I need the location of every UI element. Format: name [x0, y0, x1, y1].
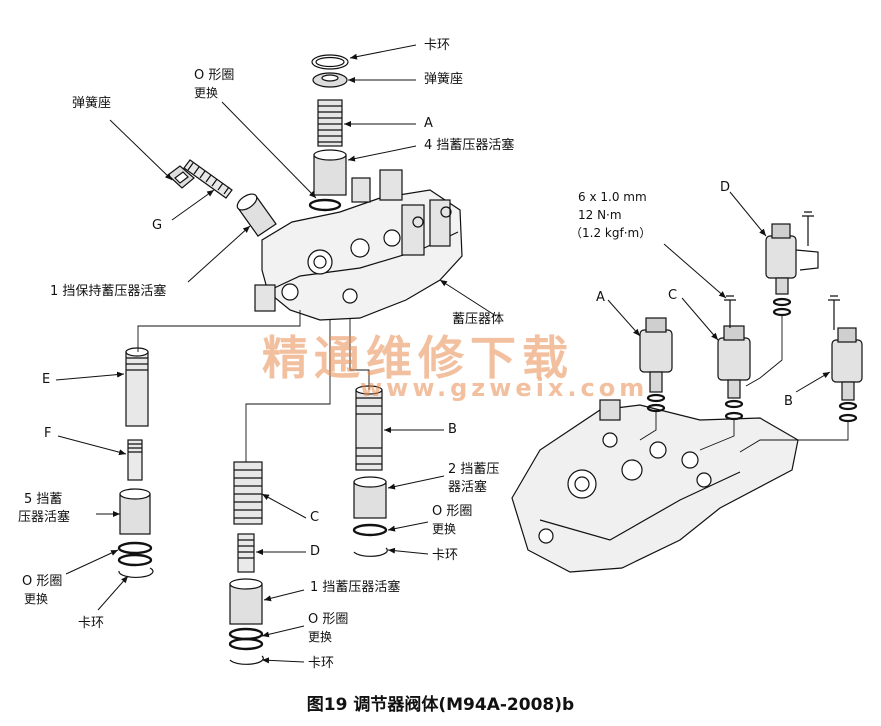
label-snap-ring-left: 卡环 — [78, 616, 105, 631]
label-accum-body: 蓄压器体 — [452, 312, 505, 327]
leader-spring-seat-left — [109, 119, 173, 181]
accumulator-body-part — [254, 169, 463, 321]
solenoid-a-part — [639, 317, 673, 413]
piston-1-hold-part — [236, 193, 277, 237]
leader-o-ring-top — [221, 101, 317, 199]
leader-f — [57, 435, 127, 456]
leader-accum-body — [439, 279, 497, 317]
spring-g-part — [183, 159, 233, 199]
spring-b-mid-part — [355, 385, 383, 471]
leader-g — [171, 189, 215, 221]
snap-ring-top-part — [311, 54, 349, 70]
bolts-part — [724, 211, 840, 330]
label-piston-5-line2: 压器活塞 — [18, 510, 71, 525]
piston-e-part — [125, 347, 149, 427]
label-e: E — [42, 372, 51, 387]
o-ring-top-part — [308, 198, 342, 212]
label-c-mid: C — [310, 510, 320, 525]
leader-piston-2 — [387, 475, 445, 490]
label-o-ring-mid: O 形圈 — [308, 612, 349, 627]
label-o-ring-left-note: 更换 — [24, 592, 49, 606]
leader-snap-ring-mid — [261, 657, 305, 664]
label-o-ring-left: O 形圈 — [22, 574, 63, 589]
label-piston-1-hold: 1 挡保持蓄压器活塞 — [50, 284, 167, 299]
watermark-text: 精通维修下载 — [262, 331, 574, 385]
leader-o-ring-b — [387, 521, 429, 532]
leader-e — [55, 371, 125, 381]
label-snap-ring-b: 卡环 — [432, 548, 459, 563]
label-bolt-spec-1: 6 x 1.0 mm — [578, 190, 647, 204]
snap-ring-b-part — [353, 547, 388, 557]
figure-caption: 图19 调节器阀体(M94A-2008)b — [306, 695, 575, 715]
label-a-right: A — [596, 290, 605, 305]
label-o-ring-mid-note: 更换 — [308, 630, 333, 644]
snap-ring-left-part — [118, 567, 154, 578]
piston-4-part — [313, 149, 347, 196]
label-o-ring-top: O 形圈 — [194, 68, 235, 83]
piston-5-part — [119, 488, 151, 535]
spring-seat-top-part — [312, 72, 348, 88]
label-b-mid: B — [448, 422, 457, 437]
leader-o-ring-left — [65, 549, 119, 575]
label-g: G — [152, 218, 163, 233]
label-snap-ring-top: 卡环 — [424, 38, 451, 53]
spring-seat-left-part — [167, 165, 195, 189]
leader-c-mid — [261, 493, 307, 519]
label-spring-seat-left: 弹簧座 — [72, 96, 112, 111]
leader-b-right — [795, 371, 831, 393]
label-o-ring-top-note: 更换 — [194, 86, 219, 100]
spring-f-part — [127, 439, 143, 481]
label-d-mid: D — [310, 544, 321, 559]
label-bolt-spec-3: （1.2 kgf·m） — [570, 226, 652, 240]
spring-c-mid-part — [233, 461, 263, 525]
leader-c-right — [681, 297, 719, 341]
spring-a-top-part — [317, 99, 343, 147]
solenoid-b-part — [831, 327, 863, 423]
leader-snap-ring-top — [349, 44, 417, 60]
leader-snap-ring-left — [97, 575, 129, 611]
valve-body-part — [511, 399, 799, 573]
label-piston-5-line1: 5 挡蓄 — [24, 492, 63, 507]
label-piston-1: 1 挡蓄压器活塞 — [310, 580, 401, 595]
label-piston-4: 4 挡蓄压器活塞 — [424, 138, 515, 153]
leader-piston-1 — [263, 589, 305, 602]
label-a-left: A — [424, 116, 433, 131]
spring-d-mid-part — [237, 533, 255, 573]
leader-d-right — [729, 191, 767, 237]
o-ring-mid-part — [228, 627, 264, 651]
leader-o-ring-mid — [261, 625, 305, 638]
label-piston-2-line2: 器活塞 — [448, 480, 488, 495]
label-spring-seat-top: 弹簧座 — [424, 72, 464, 87]
label-bolt-spec-2: 12 N·m — [578, 208, 622, 222]
label-d-right: D — [720, 180, 731, 195]
leader-piston-1-hold — [187, 225, 251, 283]
watermark-url: www.gzweix.com — [360, 374, 649, 402]
solenoid-c-part — [717, 325, 751, 421]
o-ring-b-part — [352, 523, 388, 537]
label-o-ring-b-note: 更换 — [432, 522, 457, 536]
solenoid-d-part — [765, 223, 819, 317]
snap-ring-mid-part — [229, 655, 264, 665]
label-o-ring-b: O 形圈 — [432, 504, 473, 519]
leader-bolt-spec — [663, 243, 727, 299]
leader-piston-4 — [347, 145, 417, 162]
label-piston-2-line1: 2 挡蓄压 — [448, 462, 500, 477]
piston-1-part — [229, 578, 263, 625]
o-ring-left-part — [117, 541, 153, 567]
leader-snap-ring-b — [387, 547, 429, 555]
label-snap-ring-mid: 卡环 — [308, 656, 335, 671]
label-b-right: B — [784, 394, 793, 409]
label-c-right: C — [668, 288, 678, 303]
label-f: F — [44, 426, 52, 441]
leader-a-right — [607, 299, 641, 337]
piston-2-part — [353, 476, 387, 519]
